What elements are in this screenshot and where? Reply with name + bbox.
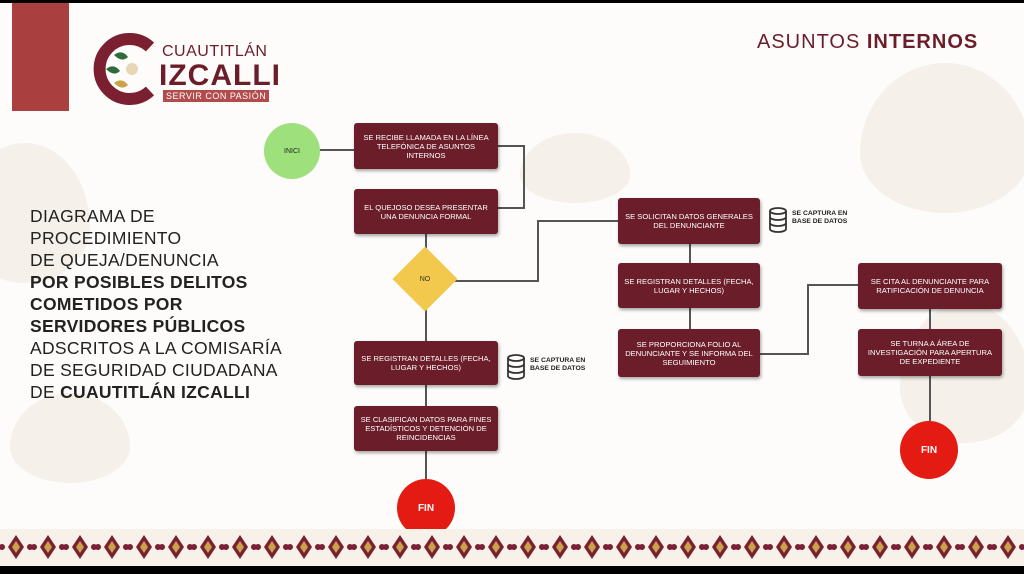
title-line-bold: CUAUTITLÁN IZCALLI bbox=[60, 382, 251, 402]
step-text: SE PROPORCIONA FOLIO AL DENUNCIANTE Y SE… bbox=[625, 339, 753, 367]
step-classify-data: SE CLASIFICAN DATOS PARA FINES ESTADÍSTI… bbox=[354, 406, 498, 451]
title-line-bold: SERVIDORES PÚBLICOS bbox=[30, 316, 246, 336]
connector bbox=[450, 220, 618, 282]
decorative-border bbox=[0, 529, 1024, 566]
capture-line: BASE DE DATOS bbox=[530, 365, 586, 372]
diagram-title: DIAGRAMA DE PROCEDIMIENTO DE QUEJA/DENUN… bbox=[30, 205, 330, 403]
step-register-details-middle: SE REGISTRAN DETALLES (FECHA, LUGAR Y HE… bbox=[618, 263, 760, 308]
start-label: INICI bbox=[284, 147, 300, 155]
bg-leaf-left-2 bbox=[10, 393, 130, 483]
capture-line: BASE DE DATOS bbox=[792, 218, 848, 225]
end-node-right: FIN bbox=[900, 421, 958, 479]
slide: CUAUTITLÁN IZCALLI SERVIR CON PASIÓN ASU… bbox=[0, 3, 1024, 566]
decision-label: NO bbox=[419, 275, 431, 283]
step-text: SE REGISTRAN DETALLES (FECHA, LUGAR Y HE… bbox=[361, 354, 491, 372]
step-cite-complainant: SE CITA AL DENUNCIANTE PARA RATIFICACIÓN… bbox=[858, 263, 1002, 309]
connector bbox=[498, 145, 525, 209]
step-turn-investigation: SE TURNA A ÁREA DE INVESTIGACIÓN PARA AP… bbox=[858, 329, 1002, 376]
title-line: PROCEDIMIENTO bbox=[30, 228, 182, 248]
step-formal-complaint: EL QUEJOSO DESEA PRESENTAR UNA DENUNCIA … bbox=[354, 189, 498, 234]
connector bbox=[760, 284, 858, 355]
izcalli-logo-icon bbox=[93, 33, 155, 105]
step-text: SE REGISTRAN DETALLES (FECHA, LUGAR Y HE… bbox=[624, 276, 754, 295]
header-accent-bar bbox=[12, 3, 69, 111]
section-title: ASUNTOS INTERNOS bbox=[757, 31, 978, 54]
logo-tagline: SERVIR CON PASIÓN bbox=[163, 90, 270, 102]
title-line-part: DE bbox=[30, 382, 61, 402]
step-text: SE CITA AL DENUNCIANTE PARA RATIFICACIÓN… bbox=[870, 277, 990, 295]
logo-text-izcalli: IZCALLI bbox=[159, 59, 281, 92]
database-icon bbox=[507, 354, 525, 380]
bg-leaf-mid bbox=[520, 133, 630, 203]
capture-line: SE CAPTURA EN bbox=[792, 210, 848, 217]
step-text: SE RECIBE LLAMADA EN LA LÍNEA TELEFÓNICA… bbox=[363, 132, 489, 160]
step-request-data: SE SOLICITAN DATOS GENERALES DEL DENUNCI… bbox=[618, 198, 760, 244]
end-label: FIN bbox=[417, 502, 435, 514]
flow-connectors bbox=[320, 145, 931, 479]
step-provide-folio: SE PROPORCIONA FOLIO AL DENUNCIANTE Y SE… bbox=[618, 329, 760, 377]
step-register-details-left: SE REGISTRAN DETALLES (FECHA, LUGAR Y HE… bbox=[354, 341, 498, 385]
section-title-bold: INTERNOS bbox=[866, 31, 979, 53]
end-label: FIN bbox=[920, 444, 938, 456]
step-text: SE TURNA A ÁREA DE INVESTIGACIÓN PARA AP… bbox=[867, 339, 993, 366]
title-line-bold: POR POSIBLES DELITOS bbox=[30, 272, 248, 292]
title-line: DIAGRAMA DE bbox=[30, 206, 155, 226]
step-receive-call: SE RECIBE LLAMADA EN LA LÍNEA TELEFÓNICA… bbox=[354, 123, 498, 169]
step-text: EL QUEJOSO DESEA PRESENTAR UNA DENUNCIA … bbox=[364, 202, 488, 221]
bg-leaf-right bbox=[860, 63, 1024, 213]
step-text: SE SOLICITAN DATOS GENERALES DEL DENUNCI… bbox=[625, 212, 753, 230]
section-title-normal: ASUNTOS bbox=[757, 31, 867, 53]
pattern-border-icon bbox=[0, 529, 1024, 566]
title-line: DE SEGURIDAD CIUDADANA bbox=[30, 360, 278, 380]
logo-text-cuautitlan: CUAUTITLÁN bbox=[162, 43, 268, 60]
database-icon bbox=[769, 207, 787, 233]
title-line: DE CUAUTITLÁN IZCALLI bbox=[30, 381, 330, 403]
end-node-left: FIN bbox=[397, 479, 455, 537]
title-line: ADSCRITOS A LA COMISARÍA bbox=[30, 338, 282, 358]
start-node: INICI bbox=[264, 123, 320, 179]
title-line: DE QUEJA/DENUNCIA bbox=[30, 250, 219, 270]
title-line-bold: COMETIDOS POR bbox=[30, 294, 183, 314]
capture-line: SE CAPTURA EN bbox=[530, 357, 586, 364]
step-text: SE CLASIFICAN DATOS PARA FINES ESTADÍSTI… bbox=[360, 415, 492, 442]
